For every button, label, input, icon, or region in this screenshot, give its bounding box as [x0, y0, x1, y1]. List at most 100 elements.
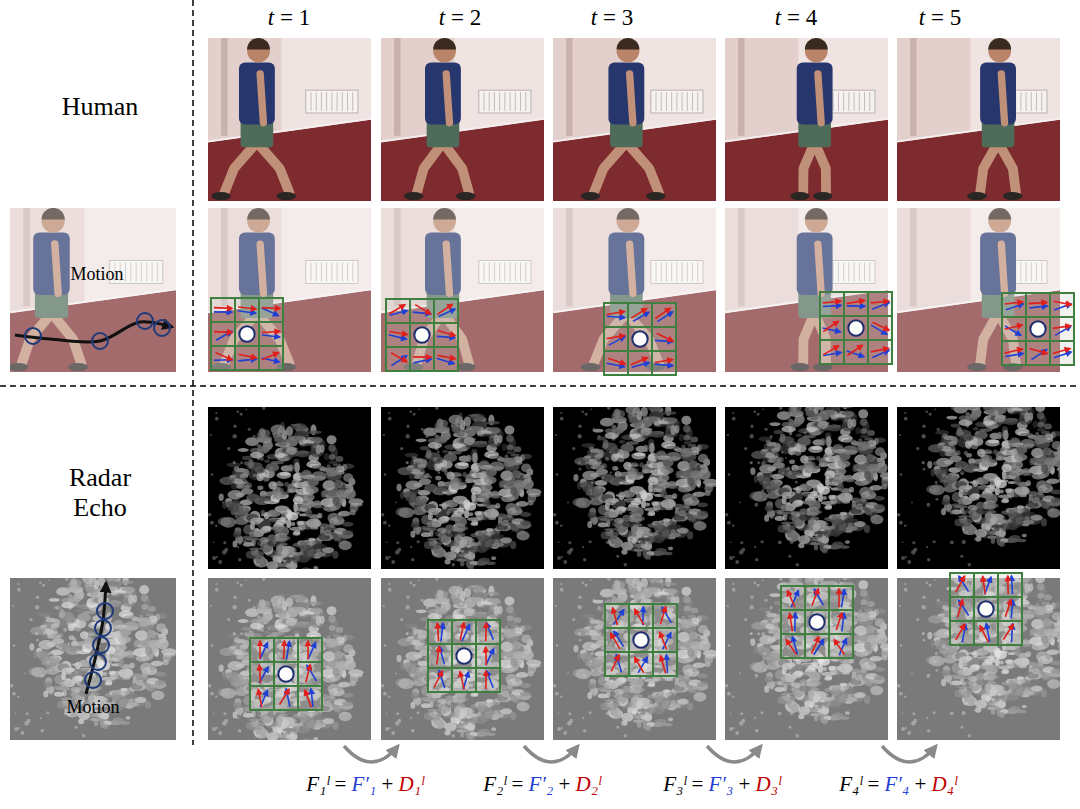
echo-speck: [406, 461, 409, 464]
echo-speck: [343, 473, 353, 482]
echo-speck: [328, 445, 336, 452]
echo-speck: [233, 461, 236, 464]
echo-speck: [314, 505, 324, 508]
radar-frame: [208, 578, 371, 740]
echo-speck: [324, 624, 329, 631]
echo-speck: [452, 734, 456, 738]
echo-speck: [245, 579, 247, 581]
echo-speck: [381, 513, 384, 516]
echo-speck: [505, 596, 515, 605]
echo-speck: [235, 639, 245, 643]
echo-speck: [444, 555, 447, 558]
echo-speck: [499, 481, 504, 489]
echo-speck: [328, 625, 335, 631]
echo-speck: [272, 501, 274, 503]
echo-speck: [230, 475, 237, 478]
echo-speck: [407, 468, 410, 471]
echo-speck: [517, 531, 530, 540]
echo-speck: [505, 425, 515, 434]
echo-speck: [329, 460, 338, 464]
echo-speck: [501, 520, 509, 526]
echo-speck: [500, 642, 513, 652]
echo-speck: [248, 599, 251, 602]
echo-speck: [293, 462, 299, 472]
hair: [247, 38, 270, 49]
echo-speck: [328, 616, 336, 623]
echo-speck: [501, 691, 509, 697]
echo-speck: [236, 484, 250, 489]
echo-speck: [405, 494, 417, 502]
echo-speck: [243, 677, 247, 680]
radiator-fin: [484, 92, 485, 111]
floor: [381, 120, 544, 202]
echo-speck: [458, 704, 466, 707]
wall: [381, 38, 544, 201]
echo-speck: [245, 408, 247, 410]
echo-speck: [234, 639, 237, 642]
echo-speck: [467, 517, 481, 521]
echo-speck: [517, 702, 530, 711]
echo-speck: [264, 460, 270, 463]
echo-speck: [259, 558, 266, 567]
echo-speck: [266, 463, 280, 472]
echo-speck: [213, 541, 215, 543]
echo-speck: [316, 548, 321, 557]
video-frame: [208, 38, 371, 201]
echo-speck: [516, 672, 528, 678]
echo-speck: [397, 655, 402, 662]
echo-speck: [388, 588, 392, 592]
echo-speck: [323, 480, 336, 490]
echo-speck: [455, 719, 460, 725]
echo-speck: [271, 471, 275, 475]
echo-speck: [421, 703, 431, 708]
echo-speck: [502, 614, 507, 621]
echo-speck: [513, 446, 521, 452]
echo-speck: [286, 447, 297, 455]
echo-speck: [246, 493, 259, 501]
echo-speck: [447, 701, 451, 705]
echo-speck: [421, 428, 424, 431]
echo-speck: [218, 731, 222, 735]
echo-speck: [248, 428, 251, 431]
echo-speck: [471, 487, 482, 495]
echo-speck: [292, 436, 306, 441]
echo-speck: [506, 435, 514, 442]
echo-speck: [486, 732, 496, 736]
echo-speck: [446, 711, 450, 715]
echo-speck: [460, 710, 467, 718]
shoe: [211, 192, 231, 200]
echo-speck: [335, 661, 347, 669]
echo-speck: [411, 521, 420, 527]
echo-speck: [255, 466, 266, 473]
echo-speck: [423, 528, 438, 531]
radiator-fin: [520, 92, 521, 111]
echo-speck: [407, 639, 410, 642]
echo-speck: [444, 726, 447, 729]
echo-speck: [260, 628, 264, 632]
echo-speck: [232, 712, 237, 719]
echo-speck: [240, 461, 243, 464]
echo-speck: [437, 719, 444, 728]
echo-speck: [485, 421, 500, 425]
echo-speck: [306, 486, 319, 493]
echo-speck: [271, 726, 274, 729]
echo-speck: [237, 546, 239, 548]
echo-speck: [337, 687, 343, 691]
echo-speck: [222, 502, 224, 504]
echo-speck: [413, 629, 427, 636]
echo-speck: [503, 458, 514, 468]
radiator-fin: [525, 92, 526, 111]
echo-speck: [521, 464, 531, 473]
radiator-fin: [499, 92, 500, 111]
echo-speck: [520, 683, 531, 688]
echo-speck: [492, 495, 502, 498]
echo-speck: [311, 465, 324, 469]
echo-speck: [424, 484, 437, 492]
echo-speck: [510, 541, 516, 549]
echo-speck: [468, 585, 479, 588]
echo-speck: [339, 712, 352, 721]
floor: [208, 120, 371, 202]
echo-speck: [244, 461, 248, 465]
echo-speck: [246, 652, 249, 655]
echo-speck: [284, 482, 289, 487]
